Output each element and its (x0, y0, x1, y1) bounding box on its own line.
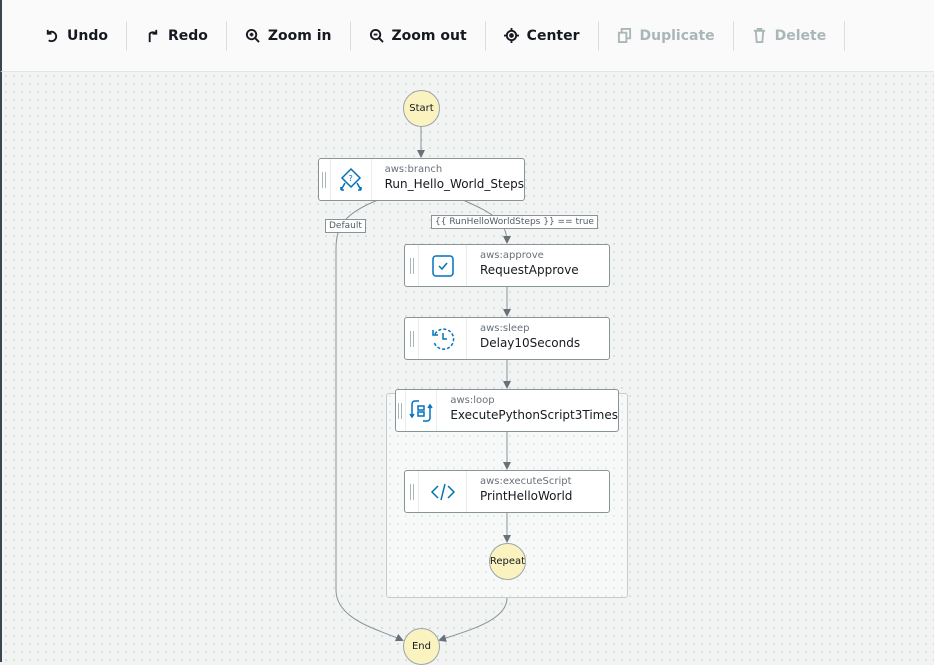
clock-icon (431, 327, 454, 350)
default-edge-label: Default (325, 219, 366, 233)
edge-branch-default-end (335, 199, 404, 642)
end-node[interactable]: End (403, 628, 440, 665)
step-type: aws:branch (384, 164, 443, 175)
drag-handle[interactable] (396, 390, 406, 431)
step-name: ExecutePythonScript3Times (450, 408, 618, 422)
condition-edge-label: {{ RunHelloWorldSteps }} == true (431, 215, 598, 229)
drag-handle[interactable] (405, 471, 419, 512)
step-name: Delay10Seconds (480, 336, 581, 350)
copy-icon (617, 28, 631, 43)
step-type: aws:approve (480, 250, 544, 261)
svg-text:?: ? (348, 174, 352, 183)
delete-label: Delete (774, 27, 827, 44)
code-icon (430, 483, 455, 500)
trash-icon (753, 28, 765, 43)
step-name: RequestApprove (480, 263, 579, 277)
branch-icon: ? (340, 167, 362, 191)
edge-loop-end (438, 597, 508, 642)
redo-button[interactable]: Redo (127, 20, 227, 51)
target-icon (503, 28, 519, 43)
drag-handle[interactable] (319, 159, 331, 200)
undo-button[interactable]: Undo (26, 20, 127, 51)
toolbar: Undo Redo Zoom in Zoom out Center Duplic… (0, 0, 934, 72)
step-name: Run_Hello_World_Steps (384, 177, 524, 191)
drag-handle[interactable] (405, 245, 419, 286)
zoom-out-label: Zoom out (391, 27, 467, 44)
start-node[interactable]: Start (403, 90, 440, 127)
redo-icon (148, 29, 158, 43)
step-type: aws:executeScript (480, 476, 572, 487)
redo-label: Redo (167, 27, 208, 44)
center-label: Center (526, 27, 580, 44)
zoom-out-icon (369, 28, 384, 43)
drag-handle[interactable] (405, 318, 419, 359)
zoom-in-label: Zoom in (267, 27, 332, 44)
zoom-out-button[interactable]: Zoom out (351, 20, 486, 51)
approve-checkbox-icon (431, 254, 454, 277)
duplicate-button[interactable]: Duplicate (599, 20, 734, 51)
undo-label: Undo (67, 27, 108, 44)
undo-icon (46, 29, 58, 43)
delete-button[interactable]: Delete (734, 20, 846, 51)
loop-icon (409, 399, 433, 422)
zoom-in-icon (245, 28, 260, 43)
duplicate-label: Duplicate (639, 27, 715, 44)
zoom-in-button[interactable]: Zoom in (227, 20, 351, 51)
center-button[interactable]: Center (486, 20, 599, 51)
repeat-node[interactable]: Repeat (489, 543, 526, 580)
step-type: aws:loop (450, 395, 495, 406)
step-type: aws:sleep (480, 323, 530, 334)
step-name: PrintHelloWorld (480, 489, 573, 503)
